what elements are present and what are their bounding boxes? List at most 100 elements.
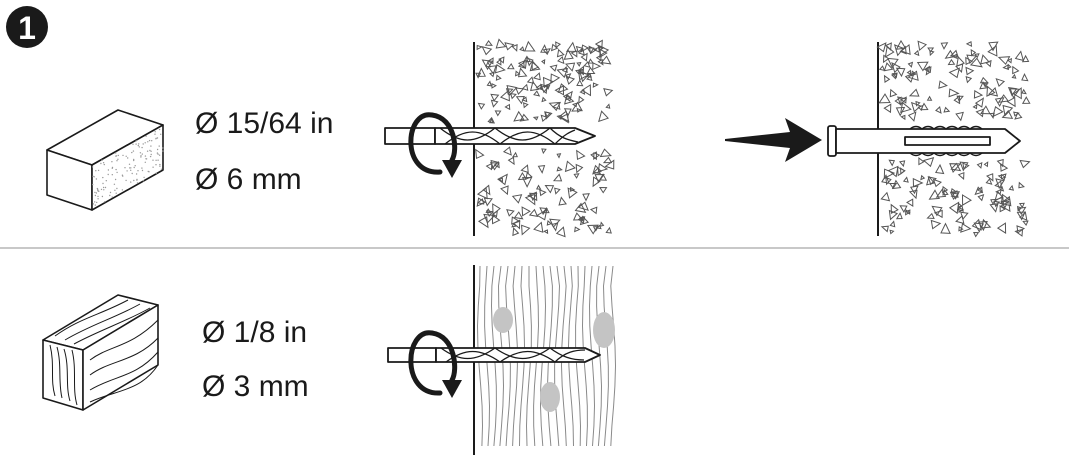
brick-grain-dot: [129, 167, 131, 169]
gravel-speck: [495, 74, 502, 81]
gravel-speck: [532, 116, 539, 121]
gravel-speck: [955, 111, 964, 122]
gravel-speck: [515, 70, 521, 77]
gravel-speck: [1014, 111, 1023, 120]
brick-grain-dot: [107, 173, 109, 176]
gravel-speck: [902, 176, 909, 183]
brick-grain-dot: [94, 191, 96, 194]
gravel-speck: [537, 165, 546, 174]
brick-grain-dot: [151, 140, 153, 142]
gravel-speck: [965, 76, 973, 84]
brick-grain-dot: [107, 169, 110, 171]
gravel-speck: [541, 148, 547, 155]
gravel-speck: [916, 61, 929, 72]
gravel-speck: [598, 186, 608, 194]
brick-grain-dot: [103, 189, 105, 191]
brick-grain-dot: [147, 170, 149, 173]
gravel-speck: [956, 55, 965, 67]
brick-grain-dot: [111, 167, 114, 169]
gravel-speck: [960, 222, 972, 233]
gravel-speck: [1012, 65, 1020, 75]
gravel-speck: [907, 111, 917, 122]
gravel-speck: [956, 95, 964, 103]
gravel-speck: [995, 77, 1006, 87]
gravel-speck: [999, 205, 1006, 213]
gravel-speck: [925, 175, 935, 186]
brick-grain-dot: [102, 182, 104, 185]
gravel-speck: [929, 50, 935, 57]
gravel-speck: [947, 58, 956, 66]
gravel-speck: [513, 211, 524, 220]
gravel-speck: [484, 40, 493, 46]
gravel-speck: [1000, 162, 1009, 172]
gravel-speck: [900, 114, 906, 121]
brick-grain-dot: [158, 128, 161, 131]
gravel-speck: [906, 198, 914, 208]
gravel-speck: [544, 184, 555, 194]
gravel-speck: [976, 186, 983, 194]
gravel-speck: [483, 213, 496, 224]
push-arrow-icon: [725, 118, 822, 162]
gravel-speck: [906, 69, 912, 76]
gravel-speck: [970, 48, 977, 57]
brick-grain-dot: [103, 163, 106, 166]
gravel-speck: [485, 60, 492, 68]
brick-grain-dot: [101, 159, 103, 162]
gravel-speck: [996, 222, 1007, 235]
brick-grain-dot: [117, 154, 120, 157]
gravel-speck: [1021, 73, 1029, 82]
brick-grain-dot: [135, 140, 137, 142]
brick-grain-dot: [150, 145, 152, 147]
gravel-speck: [961, 194, 972, 206]
gravel-speck: [595, 54, 602, 62]
gravel-speck: [924, 65, 931, 72]
brick-grain-dot: [149, 155, 152, 158]
wood-knot: [540, 382, 560, 412]
gravel-speck: [502, 146, 512, 156]
gravel-speck: [922, 157, 935, 168]
brick-grain-dot: [159, 163, 161, 166]
gravel-speck: [882, 54, 890, 64]
brick-grain-dot: [122, 175, 124, 177]
gravel-speck: [515, 87, 525, 96]
rotation-arrow-icon: [408, 112, 462, 178]
brick-grain-dot: [92, 203, 95, 205]
brick-grain-dot: [139, 152, 142, 154]
gravel-speck: [878, 93, 891, 104]
gravel-speck: [931, 205, 943, 217]
gravel-speck: [570, 50, 578, 58]
gravel-speck: [565, 75, 576, 85]
gravel-speck: [597, 163, 609, 173]
drill-bit-icon: [384, 127, 596, 145]
brick-grain-dot: [137, 144, 139, 147]
brick-grain-dot: [130, 167, 132, 169]
gravel-speck: [541, 96, 547, 103]
gravel-speck: [907, 70, 919, 81]
gravel-speck: [979, 81, 989, 90]
gravel-speck: [1021, 88, 1027, 95]
gravel-speck: [580, 44, 589, 53]
gravel-speck: [888, 159, 896, 167]
gravel-speck: [895, 39, 907, 50]
brick-grain-dot: [125, 155, 127, 157]
gravel-speck: [572, 212, 584, 221]
brick-grain-dot: [133, 159, 135, 162]
brick-grain-dot: [111, 196, 113, 198]
gravel-speck: [884, 45, 895, 58]
gravel-speck: [576, 62, 582, 67]
wood-plank-icon: [42, 294, 159, 411]
brick-grain-dot: [111, 174, 114, 176]
gravel-speck: [497, 173, 508, 186]
gravel-speck: [598, 110, 609, 123]
brick-grain-dot: [141, 167, 143, 169]
gravel-speck: [989, 112, 995, 120]
brick-grain-dot: [104, 186, 107, 189]
gravel-speck: [491, 83, 497, 89]
brick-grain-dot: [116, 160, 118, 162]
gravel-speck: [587, 58, 594, 64]
brick-grain-dot: [147, 141, 149, 143]
gravel-speck: [1018, 202, 1025, 209]
brick-grain-dot: [150, 153, 152, 156]
gravel-speck: [490, 99, 499, 108]
gravel-speck: [969, 57, 983, 68]
